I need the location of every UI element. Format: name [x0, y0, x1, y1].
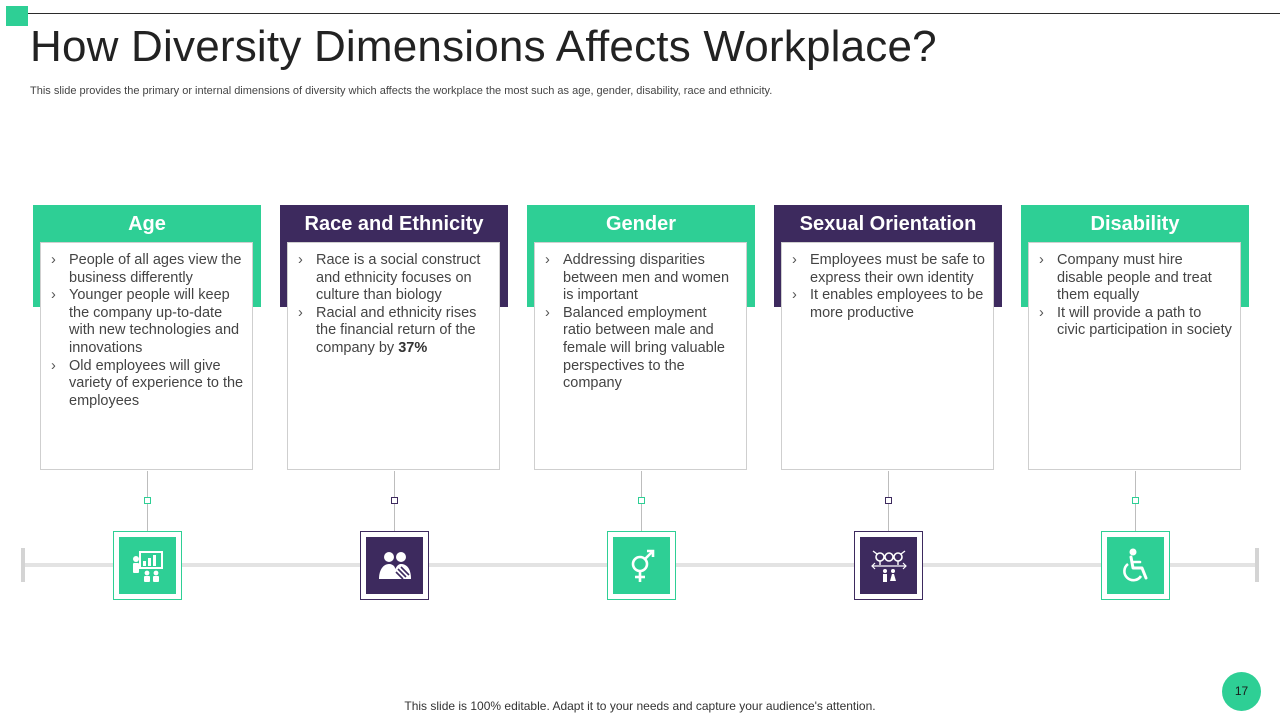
card-body: Company must hire disable people and tre…: [1028, 242, 1241, 470]
highlight-value: 37%: [398, 339, 428, 356]
age-icon-frame: [113, 531, 182, 600]
timeline-cap-left: [21, 548, 25, 582]
card-title: Age: [128, 213, 166, 235]
corner-accent: [6, 6, 28, 26]
bullet-item: Younger people will keep the company up-…: [51, 287, 244, 357]
card-body: Addressing disparities between men and w…: [534, 242, 747, 470]
card-title: Race and Ethnicity: [304, 213, 484, 235]
bullet-list: Race is a social construct and ethnicity…: [288, 243, 499, 358]
gender-icon-frame: [607, 531, 676, 600]
card-race-ethnicity: Race and Ethnicity Race is a social cons…: [280, 205, 508, 471]
top-divider: [28, 13, 1280, 14]
card-body: Race is a social construct and ethnicity…: [287, 242, 500, 470]
gender-symbol-icon: [613, 537, 670, 594]
timeline-cap-right: [1255, 548, 1259, 582]
bullet-item: Addressing disparities between men and w…: [545, 252, 738, 305]
wheelchair-icon: [1107, 537, 1164, 594]
bullet-list: People of all ages view the business dif…: [41, 243, 252, 410]
bullet-item: Company must hire disable people and tre…: [1039, 252, 1232, 305]
card-title: Gender: [605, 213, 677, 235]
bullet-item: It will provide a path to civic particip…: [1039, 305, 1232, 340]
orientation-symbols-icon: [860, 537, 917, 594]
orientation-icon-frame: [854, 531, 923, 600]
connector-square: [885, 497, 892, 504]
bullet-item: Balanced employment ratio between male a…: [545, 305, 738, 393]
card-body: Employees must be safe to express their …: [781, 242, 994, 470]
card-body: People of all ages view the business dif…: [40, 242, 253, 470]
bullet-list: Employees must be safe to express their …: [782, 243, 993, 322]
bullet-item: It enables employees to be more producti…: [792, 287, 985, 322]
connector-square: [638, 497, 645, 504]
card-title: Sexual Orientation: [799, 213, 977, 235]
people-group-icon: [366, 537, 423, 594]
disability-icon-frame: [1101, 531, 1170, 600]
race-icon-frame: [360, 531, 429, 600]
footer-note: This slide is 100% editable. Adapt it to…: [404, 699, 876, 713]
bullet-item: People of all ages view the business dif…: [51, 252, 244, 287]
card-title: Disability: [1090, 213, 1180, 235]
card-gender: Gender Addressing disparities between me…: [527, 205, 755, 471]
connector-square: [1132, 497, 1139, 504]
bullet-item: Old employees will give variety of exper…: [51, 358, 244, 411]
bullet-item: Racial and ethnicity rises the financial…: [298, 304, 491, 358]
card-age: Age People of all ages view the business…: [33, 205, 261, 471]
page-number: 17: [1222, 672, 1261, 711]
page-title: How Diversity Dimensions Affects Workpla…: [30, 22, 937, 71]
card-sexual-orientation: Sexual Orientation Employees must be saf…: [774, 205, 1002, 471]
bullet-list: Company must hire disable people and tre…: [1029, 243, 1240, 340]
bullet-item: Race is a social construct and ethnicity…: [298, 252, 491, 305]
connector-square: [144, 497, 151, 504]
presentation-icon: [119, 537, 176, 594]
bullet-text: Racial and ethnicity rises the financial…: [316, 304, 477, 356]
card-disability: Disability Company must hire disable peo…: [1021, 205, 1249, 471]
connector-square: [391, 497, 398, 504]
page-subtitle: This slide provides the primary or inter…: [30, 85, 773, 97]
bullet-list: Addressing disparities between men and w…: [535, 243, 746, 393]
bullet-item: Employees must be safe to express their …: [792, 252, 985, 287]
